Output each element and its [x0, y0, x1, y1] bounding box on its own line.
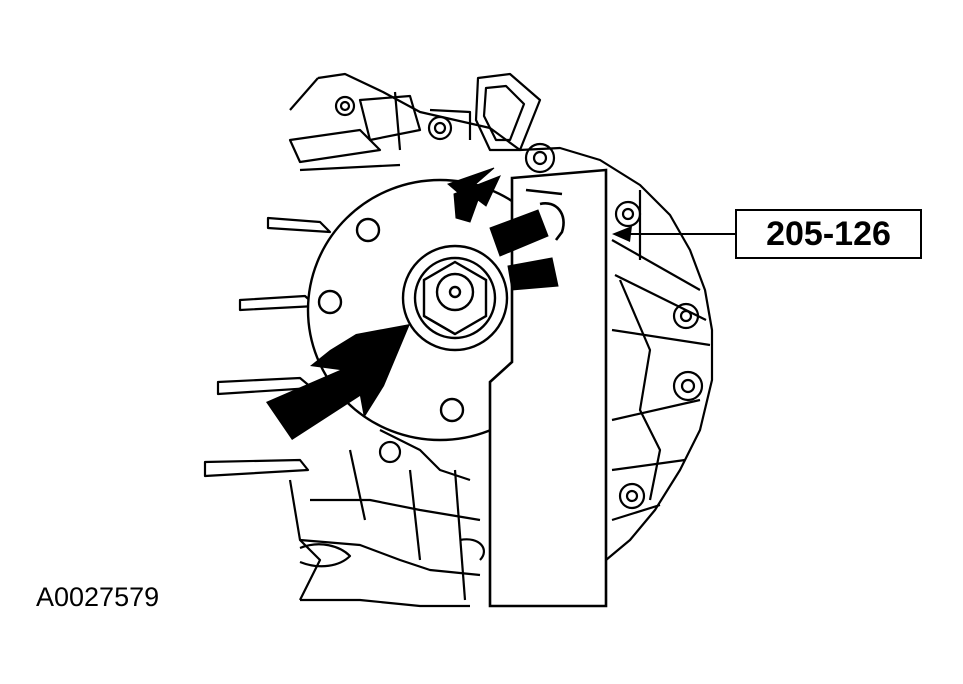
direction-arrow: [266, 324, 410, 440]
figure-id: A0027579: [36, 582, 160, 612]
leader-line: [612, 226, 735, 242]
transmission-housing: [203, 72, 714, 608]
tool-number-label: 205-126: [735, 209, 922, 259]
rotation-arrows: [447, 167, 559, 291]
